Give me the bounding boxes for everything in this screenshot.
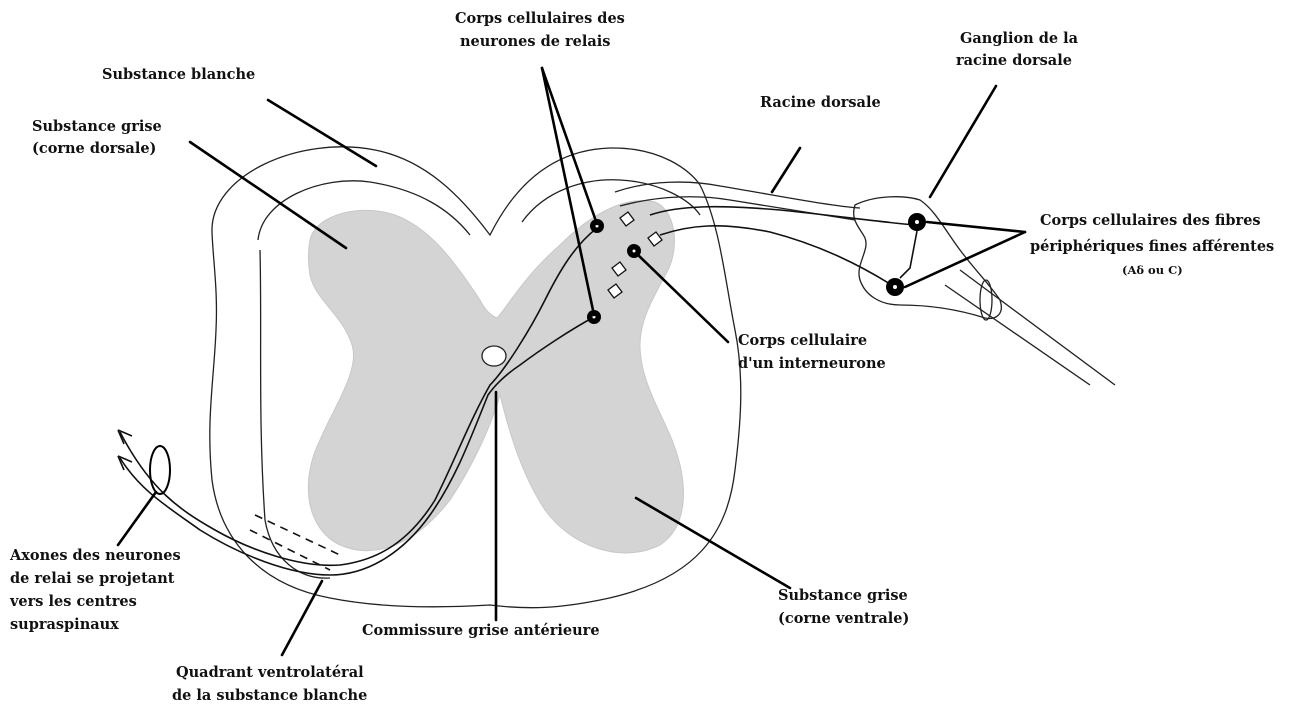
label-ganglion-1: Ganglion de la: [960, 30, 1079, 47]
label-substance-grise-dorsale-2: (corne dorsale): [32, 140, 156, 157]
label-axones-3: vers les centres: [9, 593, 137, 610]
label-axones-2: de relai se projetant: [10, 570, 175, 587]
leader-corps-fibres-2: [905, 232, 1025, 287]
ganglion-outline: [854, 197, 1002, 319]
afferent-fiber-1: [650, 207, 915, 225]
leader-quadrant: [282, 581, 322, 655]
label-ganglion-2: racine dorsale: [956, 52, 1072, 69]
label-racine-dorsale: Racine dorsale: [760, 94, 881, 111]
leader-corps-fibres-1: [927, 222, 1025, 232]
afferent-cell-body-2: [886, 278, 904, 296]
tract-ring-left: [150, 446, 170, 494]
label-interneurone-1: Corps cellulaire: [738, 332, 867, 349]
label-corps-relais-1: Corps cellulaires des: [455, 10, 625, 27]
afferent-cell-body-1: [908, 213, 926, 231]
label-interneurone-2: d'un interneurone: [738, 355, 886, 372]
label-axones-4: supraspinaux: [10, 616, 119, 633]
label-commissure: Commissure grise antérieure: [362, 622, 600, 639]
label-substance-grise-dorsale-1: Substance grise: [32, 118, 162, 135]
label-axones-1: Axones des neurones: [9, 547, 181, 564]
label-fibres-types: (Aδ ou C): [1122, 263, 1183, 277]
leader-substance-grise-dorsale: [190, 142, 346, 248]
leader-ganglion: [930, 86, 996, 197]
peripheral-nerve: [945, 270, 1115, 385]
label-substance-grise-ventrale-2: (corne ventrale): [778, 610, 909, 627]
leader-axones: [118, 492, 156, 545]
leader-racine-dorsale: [772, 148, 800, 192]
label-quadrant-2: de la substance blanche: [172, 687, 367, 704]
afferent-stalk: [900, 231, 917, 278]
label-substance-blanche: Substance blanche: [102, 66, 255, 83]
central-canal: [482, 346, 506, 366]
label-corps-fibres-1: Corps cellulaires des fibres: [1040, 212, 1261, 229]
label-corps-fibres-2: périphériques fines afférentes: [1030, 238, 1274, 255]
label-substance-grise-ventrale-1: Substance grise: [778, 587, 908, 604]
label-corps-relais-2: neurones de relais: [460, 33, 610, 50]
label-quadrant-1: Quadrant ventrolatéral: [176, 664, 364, 681]
